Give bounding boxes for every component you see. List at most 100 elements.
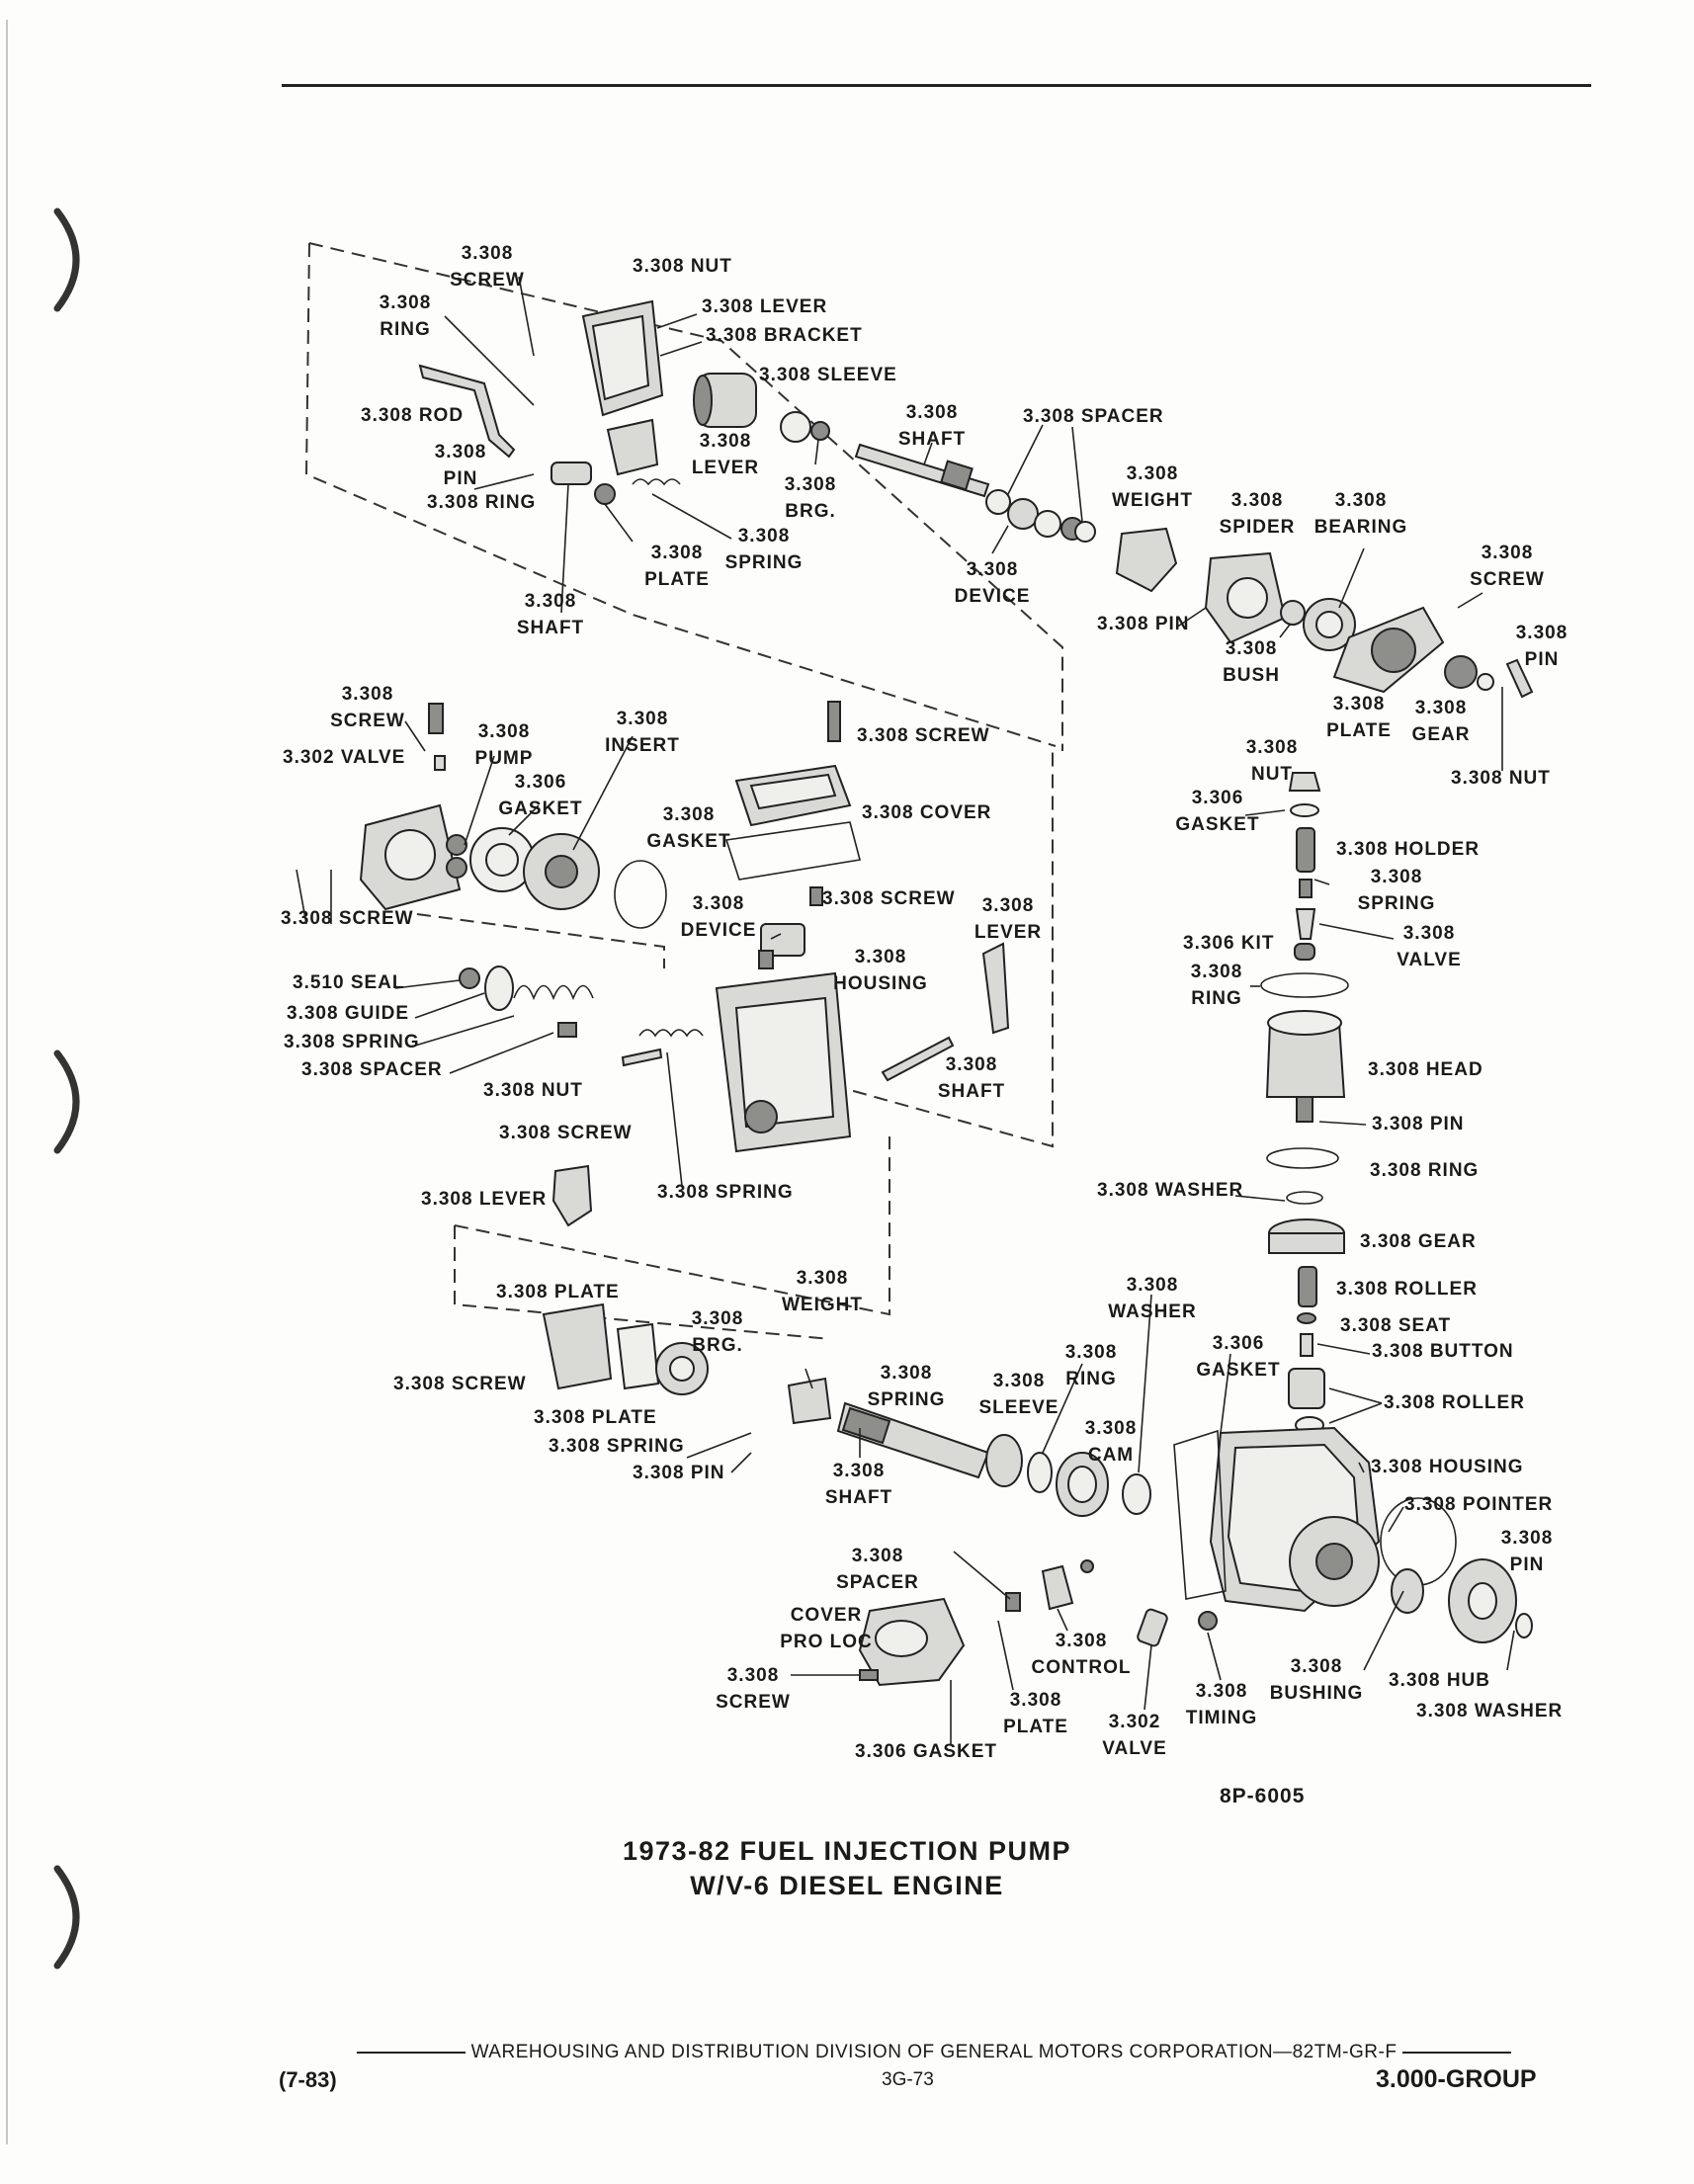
part-callout: 3.308 SCREW xyxy=(822,888,956,909)
part-callout-line: SHAFT xyxy=(517,618,584,638)
part-callout-line: 3.308 SCREW xyxy=(281,908,414,929)
valve-holder xyxy=(1296,827,1315,873)
part-callout: 3.308 BUTTON xyxy=(1372,1341,1514,1362)
part-callout-line: 3.308 GEAR xyxy=(1360,1231,1477,1252)
part-callout: 3.308 ROLLER xyxy=(1384,1392,1525,1413)
part-callout-line: 3.308 PIN xyxy=(1097,614,1190,634)
part-callout-line: 3.308 SPACER xyxy=(1023,406,1164,427)
part-callout-line: 3.308 NUT xyxy=(1451,768,1551,789)
governor-group-outline xyxy=(308,242,1063,751)
part-callout-line: VALVE xyxy=(1397,950,1462,970)
part-callout-line: 3.308 xyxy=(435,442,487,462)
drive-gear xyxy=(1444,655,1534,699)
part-callout-line: SPRING xyxy=(1358,893,1436,914)
part-callout-line: PIN xyxy=(1510,1554,1545,1575)
cam-ring xyxy=(1056,1452,1109,1517)
part-callout-line: 3.308 GUIDE xyxy=(287,1003,409,1024)
footer-page-number: 3G-73 xyxy=(882,2069,934,2090)
seal-guide-spring xyxy=(459,966,594,1038)
part-callout-line: 3.308 xyxy=(462,243,514,264)
part-callout: 3.306 GASKET xyxy=(855,1741,997,1762)
part-callout: 3.308 GEAR xyxy=(1360,1231,1477,1252)
footer-group: 3.000-GROUP xyxy=(1376,2065,1537,2093)
part-callout-line: 3.308 xyxy=(693,893,745,914)
part-callout: 3.308 HUB xyxy=(1389,1670,1490,1691)
roller-pair xyxy=(1288,1368,1325,1434)
part-callout: 3.308 SLEEVE xyxy=(759,365,897,385)
part-callout: 3.510 SEAL xyxy=(293,972,405,993)
part-callout: 3.308 PIN xyxy=(633,1463,725,1483)
part-callout-line: 3.308 SEAT xyxy=(1340,1315,1451,1336)
head-washer xyxy=(1286,1191,1323,1205)
pump-gasket xyxy=(469,827,535,892)
part-callout-line: GASKET xyxy=(646,831,730,852)
part-callout-line: LEVER xyxy=(974,922,1042,943)
part-callout-line: WEIGHT xyxy=(1112,490,1193,511)
part-callout-line: 3.308 RING xyxy=(1370,1160,1479,1181)
part-callout: 3.308 PLATE xyxy=(534,1407,657,1428)
spider xyxy=(1204,551,1287,644)
advance-bearing xyxy=(655,1342,709,1395)
part-callout-line: 3.302 VALVE xyxy=(283,747,405,768)
part-callout-line: 3.308 xyxy=(1291,1656,1343,1677)
end-plate xyxy=(1332,606,1445,694)
head-nut xyxy=(1288,772,1321,817)
housing-spring xyxy=(638,1029,704,1038)
part-callout-line: 3.308 SPACER xyxy=(301,1059,443,1080)
part-callout-line: 3.308 PLATE xyxy=(534,1407,657,1428)
part-callout-line: 3.308 xyxy=(1335,490,1388,511)
spacer-bottom xyxy=(1005,1592,1021,1612)
binder-hole-middle xyxy=(53,1050,80,1154)
part-callout-line: PLATE xyxy=(1326,720,1392,741)
part-callout-line: SPIDER xyxy=(1220,517,1296,538)
bushing-hub xyxy=(1380,1497,1533,1643)
part-callout: 3.308 SPRING xyxy=(284,1032,420,1052)
part-callout-line: PIN xyxy=(444,468,478,489)
part-callout-line: 3.308 xyxy=(1501,1528,1554,1549)
binder-hole-bottom xyxy=(53,1865,80,1970)
governor-spring xyxy=(632,478,681,486)
part-callout: 3.308 LEVER xyxy=(702,296,827,317)
figure-title-line-1: 1973-82 FUEL INJECTION PUMP xyxy=(622,1836,1072,1866)
part-callout-line: 3.308 ROLLER xyxy=(1384,1392,1525,1413)
transfer-pump-body xyxy=(359,803,462,911)
part-callout: 3.308 RING xyxy=(427,492,536,513)
part-callout-line: 3.308 SPRING xyxy=(657,1182,794,1203)
part-callout: 3.308 SCREW xyxy=(857,725,990,746)
advance-group-outline-lower xyxy=(454,1225,831,1340)
part-callout-line: 3.308 xyxy=(380,293,432,313)
part-callout-line: WEIGHT xyxy=(782,1295,863,1315)
binder-hole-top xyxy=(53,208,80,312)
part-callout: 3.308 SPACER xyxy=(301,1059,443,1080)
part-callout: 3.308 NUT xyxy=(1451,768,1551,789)
governor-group-outline-lower xyxy=(304,242,1057,747)
bushing xyxy=(1280,600,1306,626)
footer-date: (7-83) xyxy=(279,2067,337,2092)
part-callout-line: 3.308 xyxy=(651,543,704,563)
part-callout-line: DEVICE xyxy=(955,586,1031,607)
bearing xyxy=(1303,598,1356,651)
governor-bracket xyxy=(581,299,664,417)
header-rule xyxy=(282,84,1591,87)
part-callout: 3.308 LEVER xyxy=(421,1189,547,1210)
part-callout-line: 3.308 HUB xyxy=(1389,1670,1490,1691)
part-callout-line: 3.308 SCREW xyxy=(822,888,956,909)
part-callout-line: RING xyxy=(1191,988,1242,1009)
part-callout-line: 3.308 xyxy=(525,591,577,612)
